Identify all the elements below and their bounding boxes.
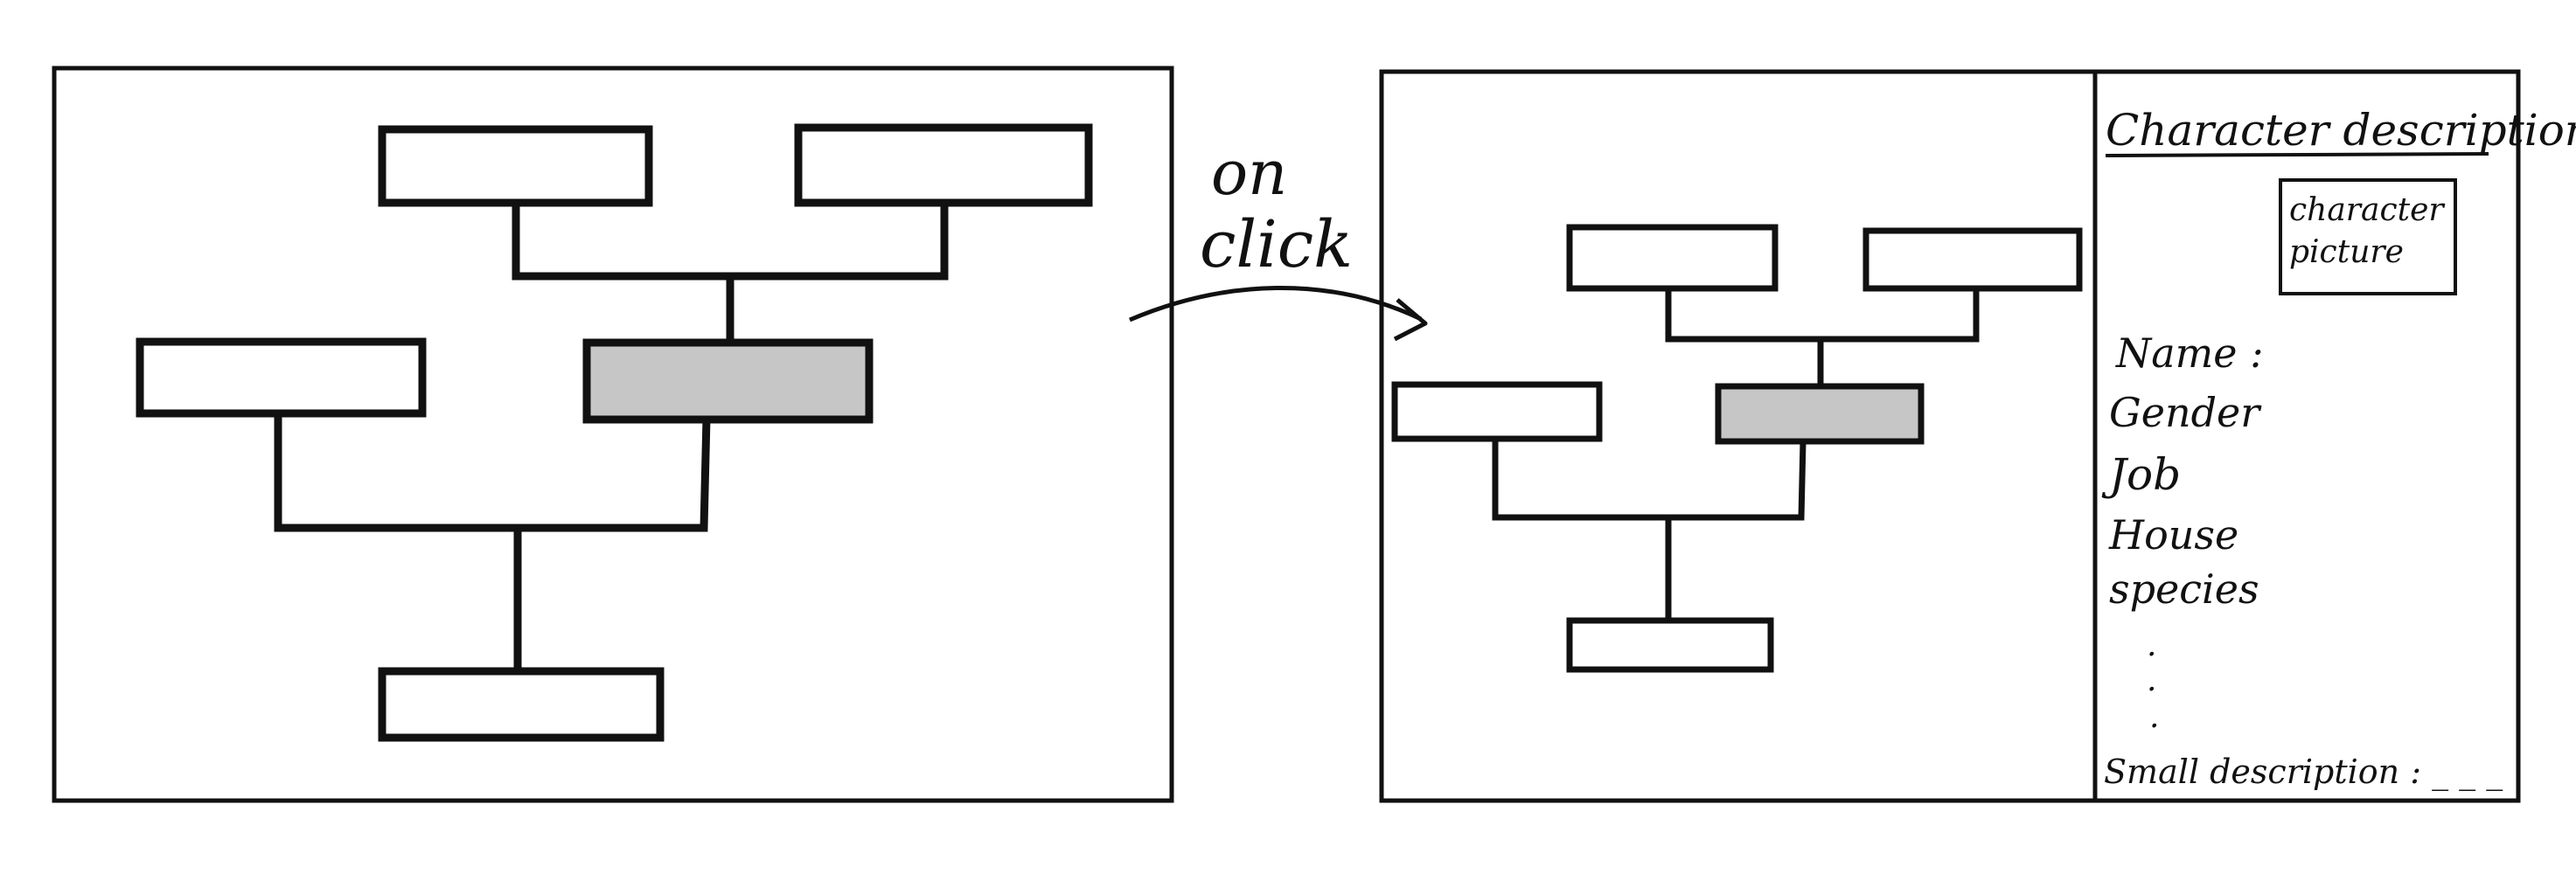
transition-annotation: on click: [1129, 137, 1428, 342]
middle-pair-connector: [274, 413, 711, 532]
left-frame-border: [52, 66, 1174, 803]
tree-node-grandparent-right[interactable]: [794, 123, 1093, 207]
picture-label-line1: character: [2289, 192, 2445, 228]
ellipsis-dot-3: .: [2149, 699, 2159, 735]
right-frame-border: [1379, 69, 2521, 803]
transition-arrow-head: [1393, 298, 1428, 342]
field-species: species: [2109, 565, 2259, 613]
picture-label-line2: picture: [2289, 234, 2404, 270]
right-tree-connectors: [1492, 285, 1980, 622]
annotation-click: click: [1200, 207, 1353, 282]
transition-arrow-shaft: [1129, 285, 1423, 323]
panel-title-underline: [2105, 152, 2489, 157]
right-top-parents-connector: [1665, 285, 1980, 343]
right-tree-node-grandparent-left[interactable]: [1566, 224, 1779, 292]
tree-node-parent-left[interactable]: [136, 337, 427, 418]
right-middle-pair-connector: [1492, 435, 1807, 521]
annotation-on: on: [1211, 137, 1287, 209]
field-job: Job: [2101, 449, 2181, 500]
field-gender: Gender: [2109, 389, 2262, 436]
right-tree-node-grandparent-right[interactable]: [1862, 227, 2083, 292]
field-small-description: Small description : _ _ _: [2104, 753, 2503, 792]
ellipsis-dot-1: .: [2147, 628, 2156, 663]
tree-node-child[interactable]: [378, 667, 665, 742]
right-frame: Character description character picture …: [1379, 69, 2576, 803]
right-tree-node-child[interactable]: [1566, 617, 1774, 673]
panel-title: Character description: [2106, 105, 2576, 156]
character-picture-placeholder: [2279, 178, 2457, 295]
right-tree-node-parent-left[interactable]: [1391, 381, 1603, 442]
tree-node-grandparent-left[interactable]: [378, 125, 653, 207]
field-house: House: [2108, 511, 2238, 558]
ellipsis-dot-2: .: [2147, 662, 2156, 698]
left-frame: [52, 66, 1174, 803]
right-tree-nodes: [1391, 224, 2083, 673]
character-description-panel: Character description character picture …: [2101, 105, 2576, 792]
field-name: Name :: [2115, 329, 2264, 377]
left-tree-nodes: [136, 123, 1093, 742]
tree-node-parent-selected[interactable]: [582, 338, 874, 424]
right-tree-node-parent-selected[interactable]: [1715, 383, 1925, 445]
left-tree-connectors: [274, 198, 949, 674]
top-parents-connector: [512, 198, 949, 281]
